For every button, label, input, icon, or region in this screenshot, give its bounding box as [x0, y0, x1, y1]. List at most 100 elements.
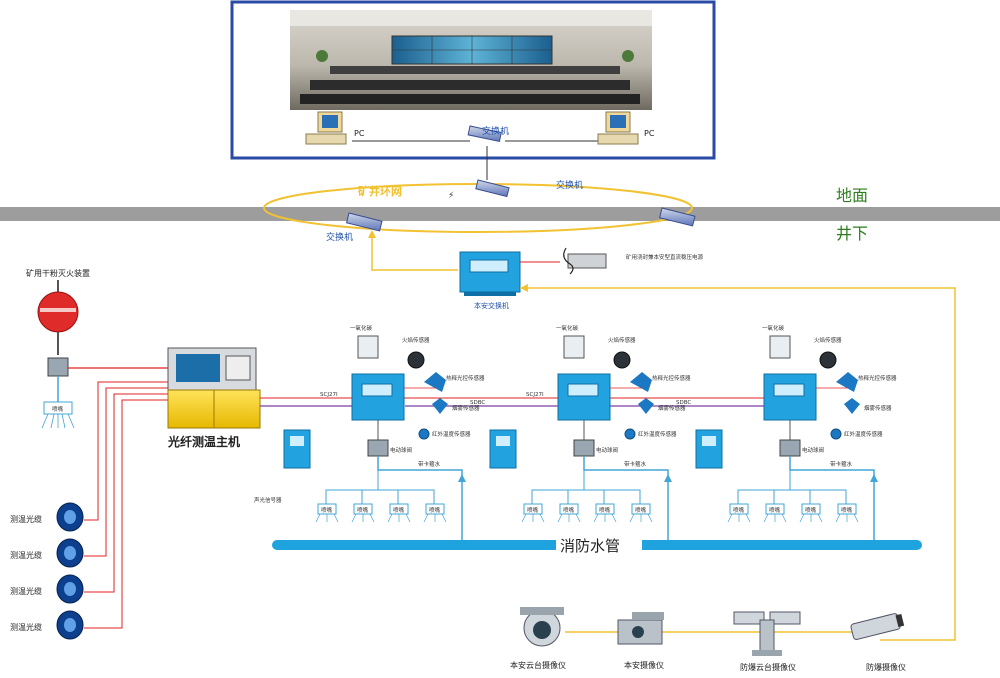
surface-switch-icon: [467, 125, 502, 143]
control-units: 一氧化碳火焰传感器热释光控传感器烟雾传感器红外温度传感器SCJ27ISDBC声光…: [254, 324, 897, 540]
cable-label-3: 测温光缆: [10, 586, 42, 596]
host-to-cable-links: [84, 381, 168, 629]
flame-label: 火焰传感器: [608, 336, 636, 344]
smoke-sensor-icon: [638, 398, 654, 414]
mine-ring-label: 矿井环网: [358, 184, 402, 198]
control-unit-3: 一氧化碳火焰传感器热释光控传感器烟雾传感器红外温度传感器电动球阀带卡箍水喷嘴喷嘴…: [695, 324, 897, 540]
co-label: 一氧化碳: [556, 324, 579, 332]
feed-pipe: [789, 456, 875, 540]
alarm-icon: [489, 429, 517, 469]
valve-icon: [779, 439, 801, 457]
ring-switch-top-icon: [475, 179, 510, 198]
ground-above-label: 地面: [836, 186, 868, 205]
fire-water-pipe-label: 消防水管: [560, 537, 620, 555]
nozzle-label: 喷嘴: [563, 506, 575, 514]
intrinsic-switch-ring-link: [371, 232, 458, 271]
pc-right-label: PC: [644, 129, 655, 138]
fiber-trunk: [520, 287, 956, 641]
flame-sensor-icon: [613, 351, 631, 369]
left-nozzle-icon: [41, 401, 75, 429]
ring-switch-left-label: 交换机: [326, 231, 353, 243]
heat-label: 热释光控传感器: [858, 374, 897, 382]
flame-sensor-icon: [407, 351, 425, 369]
valve-icon: [367, 439, 389, 457]
pipe-label: 带卡箍水: [830, 460, 853, 468]
flame-label: 火焰传感器: [402, 336, 430, 344]
pc-left-icon: [305, 111, 347, 145]
ring-signal-icon: ⚡: [448, 191, 454, 201]
flame-sensor-icon: [819, 351, 837, 369]
heat-sensor-icon: [630, 372, 652, 392]
alarm-icon: [695, 429, 723, 469]
fire-water-pipe-label-bg: [556, 536, 642, 554]
extinguisher-label: 矿用干粉灭火装置: [26, 268, 90, 278]
cable-code2-label: SDBC: [676, 400, 691, 406]
camera-icon: [733, 611, 801, 656]
camera-icon: [617, 612, 664, 645]
pipe-label: 带卡箍水: [418, 460, 441, 468]
nozzle-label: 喷嘴: [429, 506, 441, 514]
alarm-label: 声光信号器: [254, 496, 282, 504]
alarm-icon: [283, 429, 311, 469]
intrinsic-switch-label: 本安交换机: [474, 301, 509, 310]
feed-pipe: [583, 456, 669, 540]
valve-label: 电动球阀: [596, 446, 618, 454]
nozzle-label: 喷嘴: [527, 506, 539, 514]
smoke-sensor-icon: [844, 398, 860, 414]
fiber-host-icon: [167, 347, 261, 429]
cable-code2-label: SDBC: [470, 400, 485, 406]
ground-below-label: 井下: [836, 224, 868, 243]
nozzle-label: 喷嘴: [805, 506, 817, 514]
intrinsic-switch-icon: [459, 251, 521, 296]
cable-label-2: 测温光缆: [10, 550, 42, 560]
ground-band-left-cap: [0, 207, 14, 221]
nozzle-label: 喷嘴: [841, 506, 853, 514]
ground-band: [0, 207, 1000, 221]
camera-label-1: 本安云台摄像仪: [510, 660, 566, 670]
cable-reel-icon: [56, 502, 84, 640]
power-supply-icon: [563, 247, 607, 275]
cable-code-label: SCJ27I: [320, 392, 338, 398]
infrared-sensor-icon: [418, 428, 430, 440]
fiber-host-label: 光纤测温主机: [167, 434, 240, 449]
control-unit-2: 一氧化碳火焰传感器热释光控传感器烟雾传感器红外温度传感器SCJ27ISDBC电动…: [489, 324, 691, 540]
co-label: 一氧化碳: [762, 324, 785, 332]
pc-left-label: PC: [354, 129, 365, 138]
ring-switch-top-label: 交换机: [556, 179, 583, 191]
heat-sensor-icon: [424, 372, 446, 392]
heat-label: 热释光控传感器: [446, 374, 485, 382]
smoke-label: 烟雾传感器: [864, 404, 892, 412]
control-box-icon: [351, 373, 405, 421]
valve-label: 电动球阀: [390, 446, 412, 454]
pc-right-icon: [597, 111, 639, 145]
ring-switch-right-icon: [658, 207, 696, 227]
camera-label-2: 本安摄像仪: [624, 660, 664, 670]
valve-icon: [573, 439, 595, 457]
infrared-sensor-icon: [830, 428, 842, 440]
infrared-label: 红外温度传感器: [638, 430, 677, 438]
flame-label: 火焰传感器: [814, 336, 842, 344]
co-label: 一氧化碳: [350, 324, 373, 332]
valve-label: 电动球阀: [802, 446, 824, 454]
left-nozzle-label: 喷嘴: [52, 405, 64, 413]
nozzle-label: 喷嘴: [733, 506, 745, 514]
pipe-label: 带卡箍水: [624, 460, 647, 468]
nozzle-label: 喷嘴: [769, 506, 781, 514]
surface-switch-label: 交换机: [482, 125, 509, 137]
control-room-photo: [290, 10, 652, 110]
camera-label-4: 防爆摄像仪: [866, 662, 906, 672]
cable-label-4: 测温光缆: [10, 622, 42, 632]
control-box-icon: [763, 373, 817, 421]
camera-icon: [520, 607, 564, 647]
power-supply-label: 矿用浇封兼本安型直流稳压电源: [626, 253, 704, 261]
left-valve-icon: [47, 357, 69, 402]
co-sensor-icon: [357, 335, 379, 359]
smoke-sensor-icon: [432, 398, 448, 414]
infrared-label: 红外温度传感器: [432, 430, 471, 438]
smoke-label: 烟雾传感器: [658, 404, 686, 412]
camera-icon: [850, 613, 905, 640]
smoke-label: 烟雾传感器: [452, 404, 480, 412]
cable-label-1: 测温光缆: [10, 514, 42, 524]
